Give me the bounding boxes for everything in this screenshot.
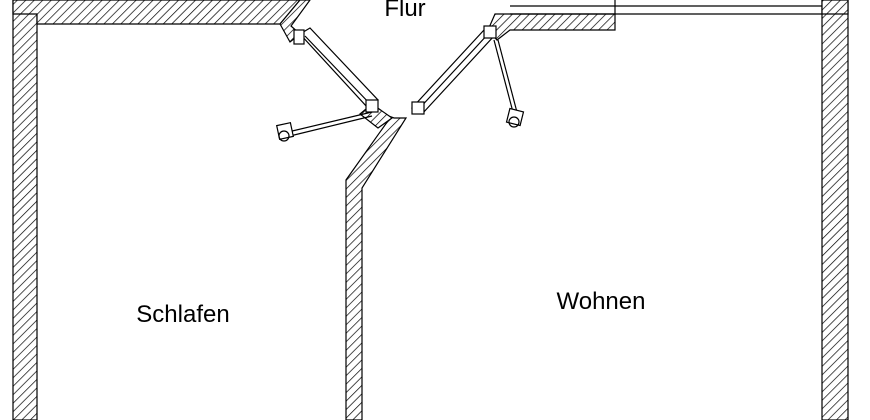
wall-flur-right	[487, 13, 616, 41]
walls	[12, 0, 849, 420]
wall-flur-left	[279, 0, 311, 43]
wall-top-left	[12, 0, 301, 25]
door-swing-left	[275, 111, 373, 142]
door-swing-right	[493, 39, 525, 128]
wall-left	[12, 0, 38, 420]
room-label-schlafen: Schlafen	[136, 301, 229, 328]
room-label-flur: Flur	[384, 0, 425, 22]
wall-top-right	[821, 0, 849, 15]
window-lines	[510, 0, 822, 15]
door-left	[293, 27, 379, 113]
door-right	[411, 25, 497, 115]
room-label-wohnen: Wohnen	[557, 288, 646, 315]
wall-partition-diagonal	[345, 109, 408, 420]
wall-right	[821, 0, 849, 420]
